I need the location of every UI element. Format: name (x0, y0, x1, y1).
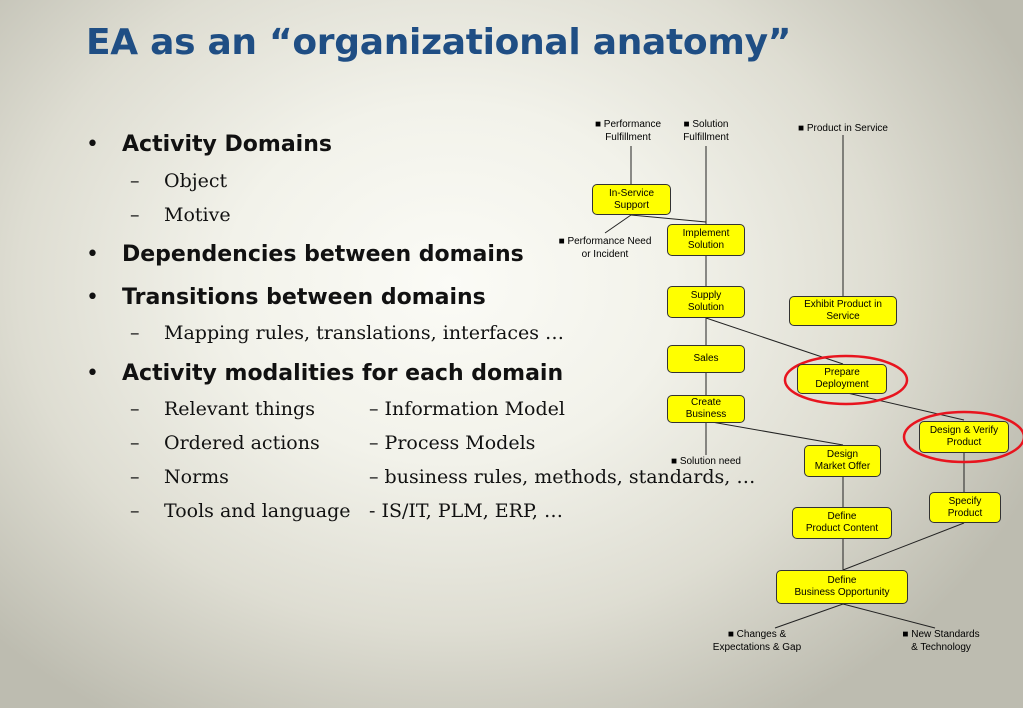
dash-marker: – (130, 204, 140, 226)
connector-line (604, 214, 632, 234)
bullet-marker: • (86, 361, 99, 386)
bullet-marker: • (86, 285, 99, 310)
box-prepare-deployment: Prepare Deployment (797, 364, 887, 394)
sub-bullet-object: Object (164, 170, 228, 192)
dash-marker: – (130, 398, 140, 420)
bullet-marker: • (86, 132, 99, 157)
connector-line (630, 214, 707, 223)
label-solution-need: ■ Solution need (671, 456, 741, 467)
bullet-dependencies: Dependencies between domains (122, 242, 524, 267)
bullet-marker: • (86, 242, 99, 267)
sub-bullet-norms: Norms (164, 466, 229, 488)
dash-marker: – (130, 170, 140, 192)
box-in-service-support: In-Service Support (592, 184, 671, 215)
sub-bullet-tools-desc: - IS/IT, PLM, ERP, … (369, 500, 563, 522)
label-solution-fulfillment: ■ Solution Fulfillment (683, 119, 729, 143)
page-title: EA as an “organizational anatomy” (86, 22, 792, 63)
bullet-transitions: Transitions between domains (122, 285, 486, 310)
box-design-market-offer: Design Market Offer (804, 445, 881, 477)
sub-bullet-ordered-actions-desc: – Process Models (369, 432, 536, 454)
box-implement-solution: Implement Solution (667, 224, 745, 256)
highlight-ring (902, 410, 1023, 464)
box-define-business-opportunity: Define Business Opportunity (776, 570, 908, 604)
connector-line (842, 522, 965, 571)
sub-bullet-norms-desc: – business rules, methods, standards, … (369, 466, 756, 488)
label-performance-need: ■ Performance Need or Incident (558, 236, 652, 260)
connector-line (842, 391, 965, 421)
highlight-ring (783, 354, 909, 406)
dash-marker: – (130, 432, 140, 454)
bullet-modalities: Activity modalities for each domain (122, 361, 564, 386)
connector-line (705, 317, 844, 365)
dash-marker: – (130, 466, 140, 488)
box-exhibit-product: Exhibit Product in Service (789, 296, 897, 326)
bullet-activity-domains: Activity Domains (122, 132, 332, 157)
connector-line (774, 603, 844, 629)
sub-bullet-tools: Tools and language (164, 500, 351, 522)
label-changes-expectations: ■ Changes & Expectations & Gap (712, 629, 802, 653)
box-supply-solution: Supply Solution (667, 286, 745, 318)
label-performance-fulfillment: ■ Performance Fulfillment (594, 119, 662, 143)
sub-bullet-mapping: Mapping rules, translations, interfaces … (164, 322, 565, 344)
box-specify-product: Specify Product (929, 492, 1001, 523)
box-create-business: Create Business (667, 395, 745, 423)
sub-bullet-ordered-actions: Ordered actions (164, 432, 320, 454)
box-design-verify-product: Design & Verify Product (919, 421, 1009, 453)
sub-bullet-relevant-things: Relevant things (164, 398, 315, 420)
connector-line (842, 603, 936, 629)
dash-marker: – (130, 500, 140, 522)
sub-bullet-motive: Motive (164, 204, 231, 226)
box-sales: Sales (667, 345, 745, 373)
label-new-standards: ■ New Standards & Technology (902, 629, 980, 653)
connector-line (705, 420, 844, 446)
box-define-product-content: Define Product Content (792, 507, 892, 539)
dash-marker: – (130, 322, 140, 344)
sub-bullet-relevant-things-desc: – Information Model (369, 398, 565, 420)
label-product-in-service: ■ Product in Service (798, 123, 888, 134)
